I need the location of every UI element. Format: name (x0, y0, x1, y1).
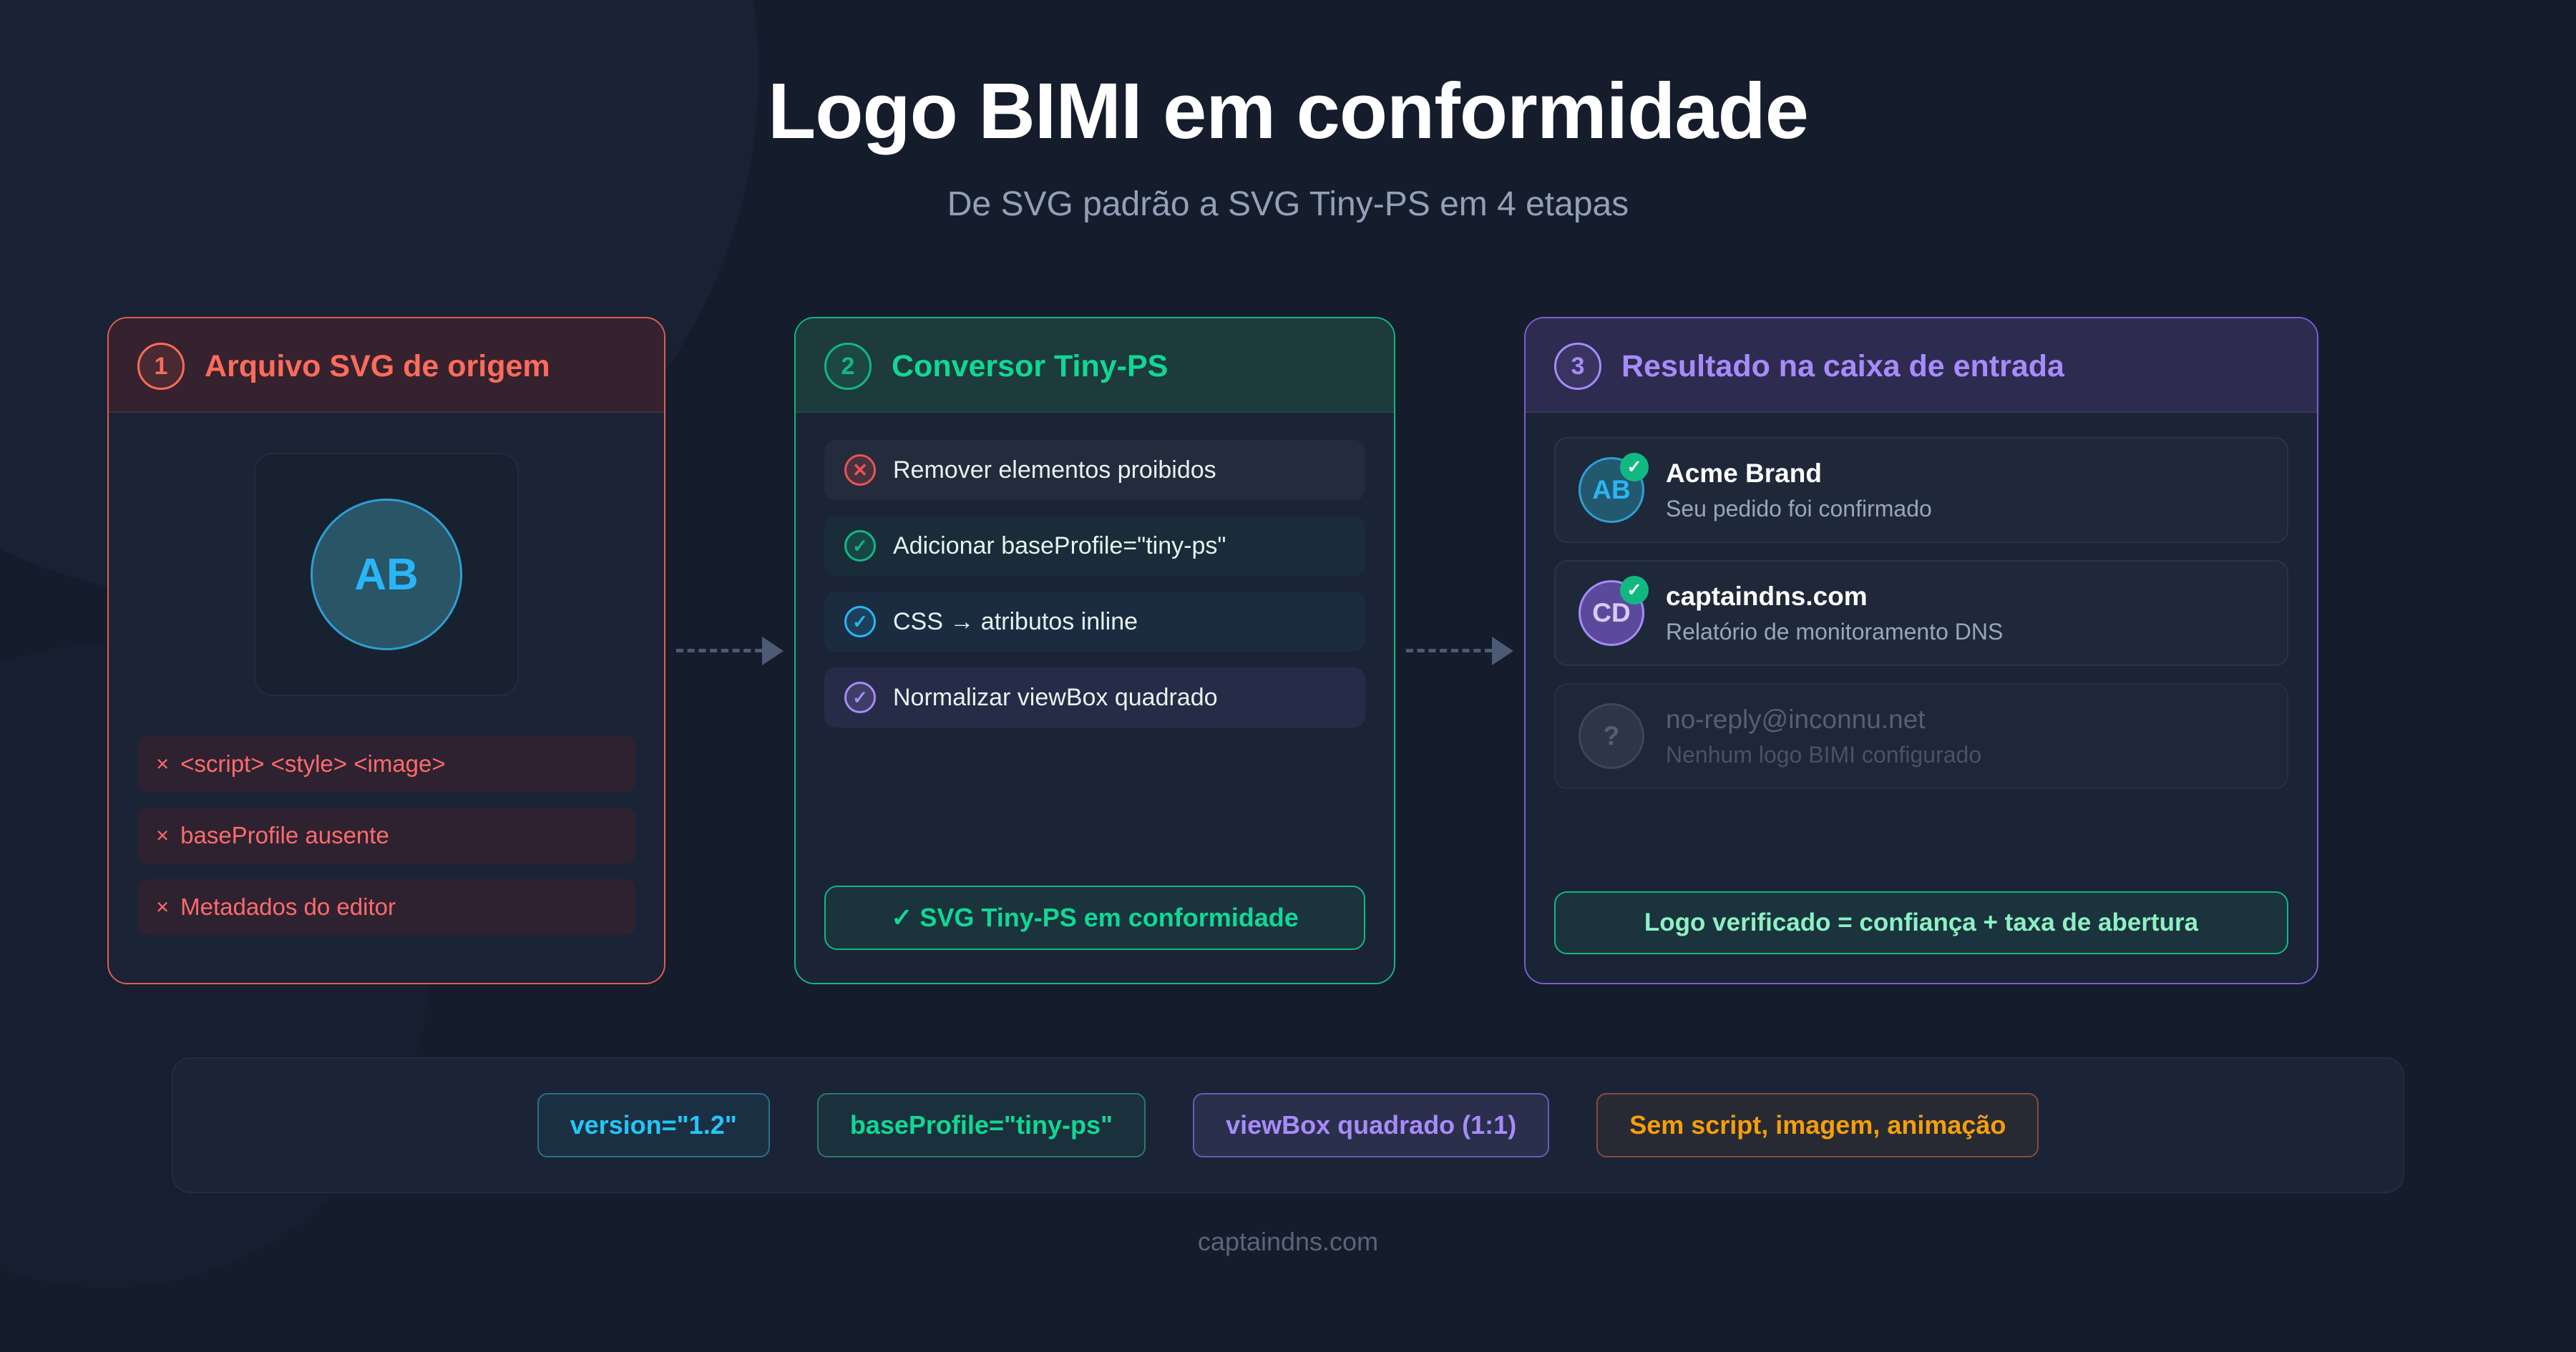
x-mark-icon: × (156, 751, 170, 776)
step-number-badge-3: 3 (1554, 343, 1601, 390)
panel-1-header: 1 Arquivo SVG de origem (109, 318, 664, 413)
conversion-step: ✓ Normalizar viewBox quadrado (824, 667, 1365, 728)
logo-preview-frame: AB (254, 453, 519, 696)
error-chip-list: × <script> <style> <image> × baseProfile… (137, 736, 635, 935)
conversion-step-label: CSS → atributos inline (893, 607, 1138, 635)
conversion-step-label: Normalizar viewBox quadrado (893, 683, 1218, 711)
arrow-1-to-2 (665, 317, 794, 984)
arrow-head-icon (762, 636, 784, 665)
inbox-subject: Seu pedido foi confirmado (1666, 495, 1932, 521)
error-chip-label: baseProfile ausente (180, 822, 389, 848)
arrow-head-icon (1492, 636, 1513, 665)
x-mark-icon: × (156, 894, 170, 919)
inbox-row[interactable]: AB ✓ Acme Brand Seu pedido foi confirmad… (1554, 437, 2288, 543)
tag-baseprofile: baseProfile="tiny-ps" (816, 1093, 1146, 1157)
arrow-2-to-3 (1395, 317, 1524, 984)
conversion-step-list: ✕ Remover elementos proibidos ✓ Adiciona… (824, 440, 1365, 728)
avatar-placeholder-icon: ? (1579, 703, 1644, 769)
error-chip: × Metadados do editor (137, 879, 635, 935)
logo-initials-circle: AB (311, 499, 462, 650)
error-chip-label: Metadados do editor (180, 893, 396, 920)
panel-2-body: ✕ Remover elementos proibidos ✓ Adiciona… (796, 413, 1394, 983)
conversion-step-label: Remover elementos proibidos (893, 456, 1216, 484)
page-header: Logo BIMI em conformidade De SVG padrão … (0, 70, 2576, 224)
panel-source-svg: 1 Arquivo SVG de origem AB × <script> <s… (107, 317, 665, 984)
avatar: ? (1579, 703, 1644, 769)
panel-3-body: AB ✓ Acme Brand Seu pedido foi confirmad… (1526, 413, 2317, 983)
inbox-sender: no-reply@inconnu.net (1666, 704, 1926, 734)
panel-3-title: Resultado na caixa de entrada (1621, 348, 2064, 383)
avatar-initials: AB (1579, 457, 1644, 523)
step-number-badge-2: 2 (824, 343, 872, 390)
step-number-badge-1: 1 (137, 343, 185, 390)
check-circle-icon: ✓ (844, 530, 876, 562)
compliance-banner: ✓ SVG Tiny-PS em conformidade (824, 886, 1365, 950)
conversion-step-label: Adicionar baseProfile="tiny-ps" (893, 532, 1226, 559)
page-title: Logo BIMI em conformidade (768, 67, 1809, 155)
trust-banner: Logo verificado = confiança + taxa de ab… (1554, 891, 2288, 954)
conversion-step: ✕ Remover elementos proibidos (824, 440, 1365, 500)
conversion-step: ✓ Adicionar baseProfile="tiny-ps" (824, 516, 1365, 576)
arrow-dashed-line (1406, 649, 1492, 652)
page-subtitle: De SVG padrão a SVG Tiny-PS em 4 etapas (947, 185, 1629, 223)
inbox-row[interactable]: ? no-reply@inconnu.net Nenhum logo BIMI … (1554, 683, 2288, 789)
x-circle-icon: ✕ (844, 454, 876, 486)
panel-2-title: Conversor Tiny-PS (892, 348, 1169, 383)
tag-version: version="1.2" (537, 1093, 770, 1157)
check-circle-icon: ✓ (844, 682, 876, 713)
panels-row: 1 Arquivo SVG de origem AB × <script> <s… (107, 317, 2469, 984)
arrow-dashed-line (676, 649, 762, 652)
tag-restrictions: Sem script, imagem, animação (1596, 1093, 2039, 1157)
check-circle-icon: ✓ (844, 606, 876, 637)
error-chip: × baseProfile ausente (137, 808, 635, 863)
panel-2-header: 2 Conversor Tiny-PS (796, 318, 1394, 413)
inbox-row[interactable]: CD ✓ captaindns.com Relatório de monitor… (1554, 560, 2288, 666)
panel-1-body: AB × <script> <style> <image> × baseProf… (109, 413, 664, 983)
conversion-step: ✓ CSS → atributos inline (824, 592, 1365, 652)
avatar: AB ✓ (1579, 453, 1649, 523)
tag-bar: version="1.2" baseProfile="tiny-ps" view… (172, 1057, 2404, 1193)
avatar: CD ✓ (1579, 576, 1649, 646)
inbox-subject: Relatório de monitoramento DNS (1666, 618, 2004, 645)
footer-brand: captaindns.com (1197, 1227, 1379, 1256)
verified-check-icon: ✓ (1620, 453, 1649, 481)
panel-1-title: Arquivo SVG de origem (205, 348, 550, 383)
inbox-sender: captaindns.com (1666, 581, 1868, 611)
error-chip-label: <script> <style> <image> (180, 750, 446, 777)
panel-3-header: 3 Resultado na caixa de entrada (1526, 318, 2317, 413)
x-mark-icon: × (156, 823, 170, 848)
error-chip: × <script> <style> <image> (137, 736, 635, 792)
panel-inbox-result: 3 Resultado na caixa de entrada AB ✓ Acm… (1524, 317, 2318, 984)
verified-check-icon: ✓ (1620, 576, 1649, 604)
panel-converter: 2 Conversor Tiny-PS ✕ Remover elementos … (794, 317, 1395, 984)
inbox-subject: Nenhum logo BIMI configurado (1666, 741, 1982, 768)
inbox-sender: Acme Brand (1666, 458, 1822, 488)
tag-viewbox: viewBox quadrado (1:1) (1193, 1093, 1550, 1157)
